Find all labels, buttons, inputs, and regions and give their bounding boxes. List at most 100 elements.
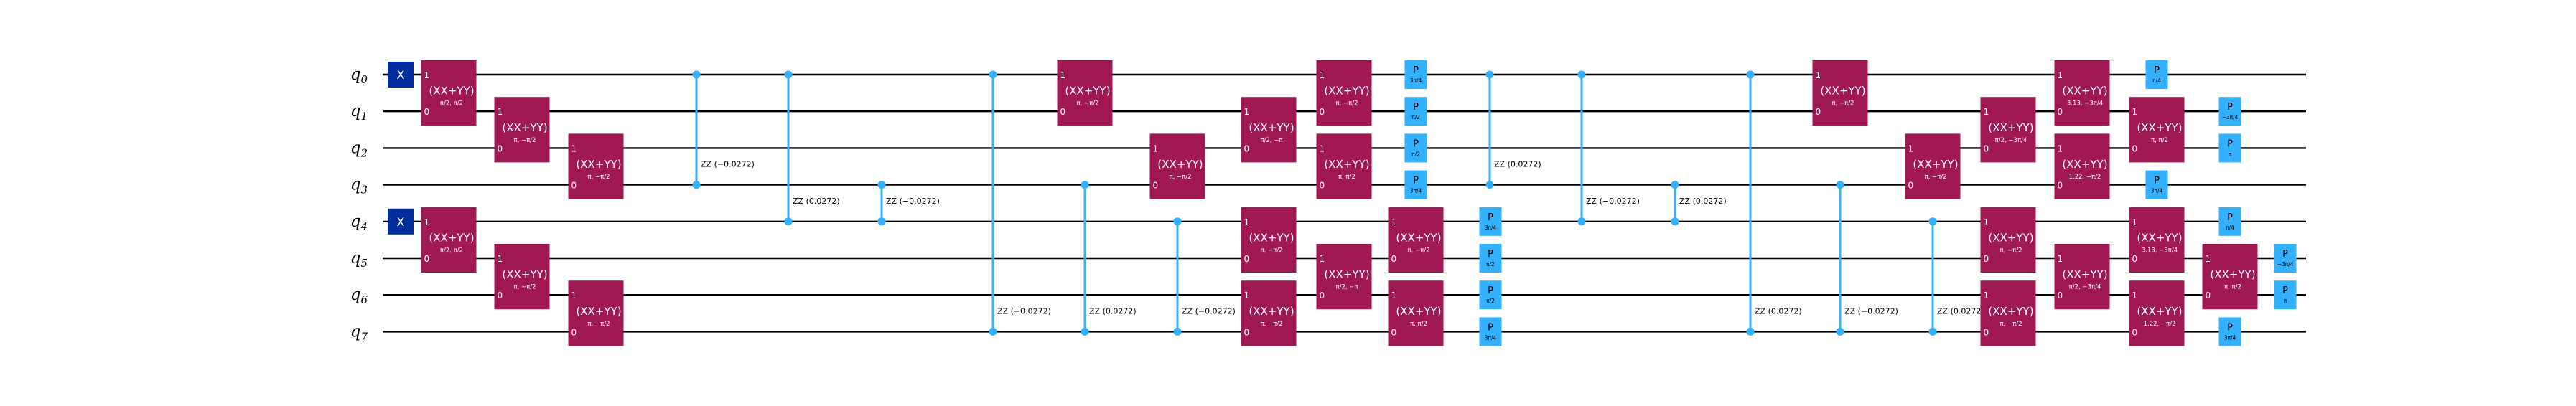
qubit-index: 7 (360, 330, 368, 343)
xx-yy-port-top: 1 (1060, 70, 1066, 80)
xx-yy-gate-param: π, −π/2 (1407, 247, 1429, 254)
p-gate: Pπ/4 (2218, 207, 2241, 236)
p-gate-label: P (1488, 322, 1493, 333)
xx-yy-port-bottom: 0 (2058, 107, 2063, 117)
p-gate-label: P (2227, 102, 2233, 113)
xx-yy-gate: (XX+YY)π, π/210 (2129, 97, 2185, 163)
xx-yy-gate-param: π, π/2 (2151, 137, 2168, 144)
xx-yy-port-bottom: 0 (1816, 107, 1821, 117)
xx-yy-gate-param: π, −π/2 (587, 321, 610, 328)
xx-yy-port-bottom: 0 (1320, 291, 1325, 301)
x-gate: X (388, 208, 414, 235)
p-gate-label: P (1488, 285, 1493, 296)
qubit-label: q5 (350, 249, 368, 270)
p-gate: Pπ (2274, 280, 2297, 310)
p-gate-label: P (1413, 176, 1419, 187)
xx-yy-gate-box (1980, 280, 2036, 346)
xx-yy-gate-param: π, −π/2 (1169, 174, 1191, 181)
xx-yy-gate: (XX+YY)π/2, −π10 (1316, 244, 1372, 310)
qubit-index: 2 (360, 146, 368, 159)
xx-yy-gate: (XX+YY)π, −π/210 (1057, 60, 1113, 126)
zz-gate-dot (1671, 217, 1679, 226)
xx-yy-port-top: 1 (1244, 107, 1250, 117)
zz-gate: ZZ (0.0272) (1928, 217, 1984, 336)
p-gate-param: π (2229, 151, 2232, 157)
p-gate-box (1479, 244, 1502, 273)
zz-gate-dot (877, 217, 886, 226)
xx-yy-gate: (XX+YY)π, π/210 (1388, 280, 1444, 346)
xx-yy-gate-param: π, −π/2 (1999, 321, 2022, 328)
xx-yy-port-bottom: 0 (2058, 291, 2063, 301)
xx-yy-port-top: 1 (1908, 143, 1914, 154)
zz-gate-dot (1928, 217, 1937, 226)
p-gate: Pπ/4 (2145, 60, 2168, 89)
qubit-index: 5 (360, 257, 368, 270)
xx-yy-gate-label: (XX+YY) (2210, 268, 2255, 281)
xx-yy-gate-label: (XX+YY) (429, 231, 474, 244)
p-gate-box (2218, 207, 2241, 236)
zz-gate-dot (1746, 327, 1755, 336)
qubit-label: q1 (350, 102, 368, 123)
p-gate-box (2218, 317, 2241, 346)
xx-yy-port-top: 1 (1391, 217, 1397, 227)
xx-yy-gate-label: (XX+YY) (502, 121, 547, 134)
xx-yy-gate: (XX+YY)1.22, −π/210 (2129, 280, 2185, 346)
qubit-label: q2 (350, 138, 368, 159)
xx-yy-gate: (XX+YY)π, −π/210 (1149, 133, 1205, 199)
xx-yy-gate-param: π, −π/2 (1260, 247, 1282, 254)
xx-yy-gate-box (1388, 207, 1444, 273)
zz-gate-dot (989, 70, 997, 79)
xx-yy-gate: (XX+YY)π/2, −3π/410 (1980, 97, 2036, 163)
zz-gate-dot (692, 70, 701, 79)
p-gate-label: P (2227, 322, 2233, 333)
xx-yy-port-top: 1 (1320, 254, 1325, 264)
xx-yy-port-bottom: 0 (424, 107, 430, 117)
xx-yy-gate-box (1241, 207, 1297, 273)
xx-yy-gate: (XX+YY)π, −π/210 (494, 97, 550, 163)
xx-yy-gate-box (568, 133, 624, 199)
zz-gate: ZZ (0.0272) (1081, 181, 1137, 336)
xx-yy-gate-box (1980, 207, 2036, 273)
xx-yy-gate-param: π, −π/2 (513, 137, 536, 144)
p-gate-label: P (2282, 285, 2288, 296)
xx-yy-gate-box (494, 97, 550, 163)
xx-yy-gate-label: (XX+YY) (1396, 231, 1441, 244)
xx-yy-gate-box (2054, 60, 2110, 126)
x-gate-box (388, 208, 414, 235)
xx-yy-port-bottom: 0 (2132, 143, 2138, 154)
zz-gate-label: ZZ (0.0272) (1937, 306, 1984, 316)
zz-gate-label: ZZ (0.0272) (1089, 306, 1137, 316)
p-gate-box (1479, 280, 1502, 310)
xx-yy-gate-box (1812, 60, 1868, 126)
zz-gate-dot (1671, 181, 1679, 189)
xx-yy-gate-box (1905, 133, 1961, 199)
xx-yy-gate-label: (XX+YY) (1157, 158, 1203, 171)
zz-gate-dot (1577, 217, 1586, 226)
xx-yy-gate: (XX+YY)π, π/210 (1316, 133, 1372, 199)
xx-yy-gate-param: π, −π/2 (1076, 100, 1098, 108)
p-gate-label: P (2227, 212, 2233, 223)
xx-yy-gate-label: (XX+YY) (576, 158, 621, 171)
p-gate-param: π/2 (1411, 151, 1420, 157)
xx-yy-gate-param: 3.13, −3π/4 (2142, 247, 2178, 254)
zz-gate-label: ZZ (−0.0272) (1182, 306, 1236, 316)
xx-yy-gate-label: (XX+YY) (1324, 268, 1369, 281)
xx-yy-gate-label: (XX+YY) (1913, 158, 1958, 171)
xx-yy-gate-param: π, −π/2 (1260, 321, 1282, 328)
xx-yy-port-top: 1 (1153, 143, 1159, 154)
zz-gate-dot (989, 327, 997, 336)
qubit-label: q4 (350, 212, 368, 233)
xx-yy-gate-param: π, −π/2 (1924, 174, 1946, 181)
xx-yy-port-bottom: 0 (571, 181, 577, 191)
xx-yy-gate-label: (XX+YY) (1249, 121, 1294, 134)
xx-yy-gate-label: (XX+YY) (1988, 121, 2033, 134)
xx-yy-port-top: 1 (2132, 217, 2138, 227)
xx-yy-port-bottom: 0 (2206, 291, 2211, 301)
xx-yy-gate-label: (XX+YY) (502, 268, 547, 281)
p-gate-box (2218, 97, 2241, 126)
xx-yy-port-top: 1 (2058, 70, 2063, 80)
zz-gate-dot (784, 217, 793, 226)
xx-yy-gate-label: (XX+YY) (1988, 305, 2033, 318)
